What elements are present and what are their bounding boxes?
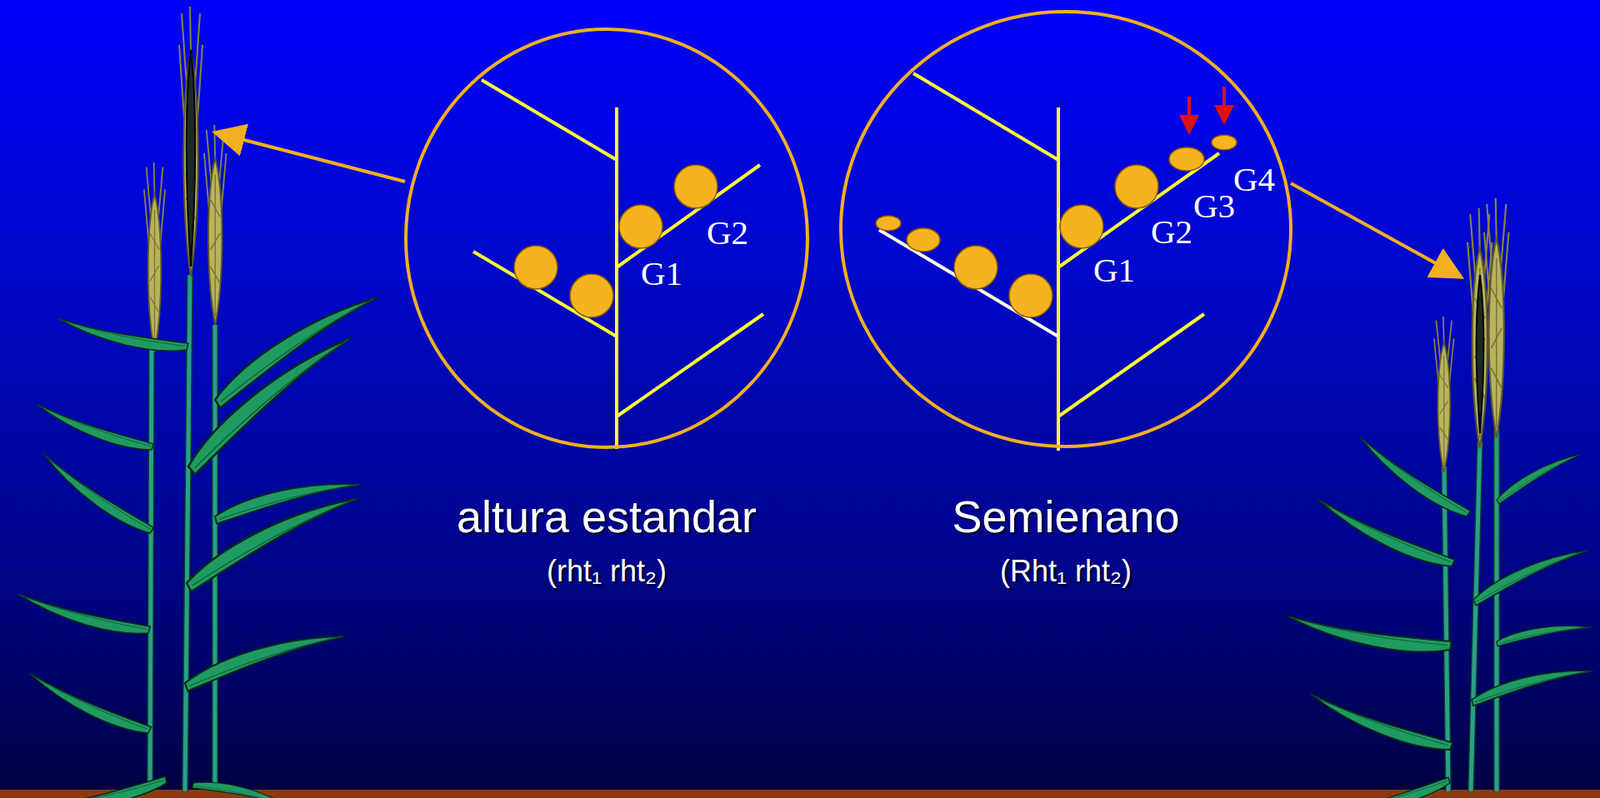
genotype-label: (Rht₁ rht₂) <box>739 553 1393 590</box>
grains-standard <box>514 165 718 318</box>
leader-arrow <box>1290 183 1459 276</box>
wheat-plant-semidwarf <box>1284 198 1595 798</box>
red-arrow <box>1222 86 1226 122</box>
grain-label: G2 <box>1150 215 1193 250</box>
red-arrow <box>1187 96 1191 132</box>
spikelet-standard <box>473 80 764 450</box>
variety-name: Semienano <box>739 490 1393 545</box>
wheat-plant-tall <box>14 6 380 798</box>
variety-name: altura estandar <box>304 490 910 545</box>
grains-semidwarf <box>875 135 1237 318</box>
grain-label: G4 <box>1233 162 1275 197</box>
spikelet-circle: Semienano(Rht₁ rht₂) <box>839 10 1293 449</box>
spikelet-circle: altura estandar(rht₁ rht₂) <box>404 27 810 450</box>
circle-outline <box>404 27 810 450</box>
leader-arrow <box>218 133 405 182</box>
circle-outline <box>839 10 1293 449</box>
grain-label: G3 <box>1193 189 1235 224</box>
grain-label: G2 <box>706 215 749 250</box>
genotype-label: (rht₁ rht₂) <box>304 553 910 590</box>
grain-label: G1 <box>640 256 683 291</box>
spikelet-semidwarf <box>879 73 1220 451</box>
grain-label: G1 <box>1093 253 1135 288</box>
